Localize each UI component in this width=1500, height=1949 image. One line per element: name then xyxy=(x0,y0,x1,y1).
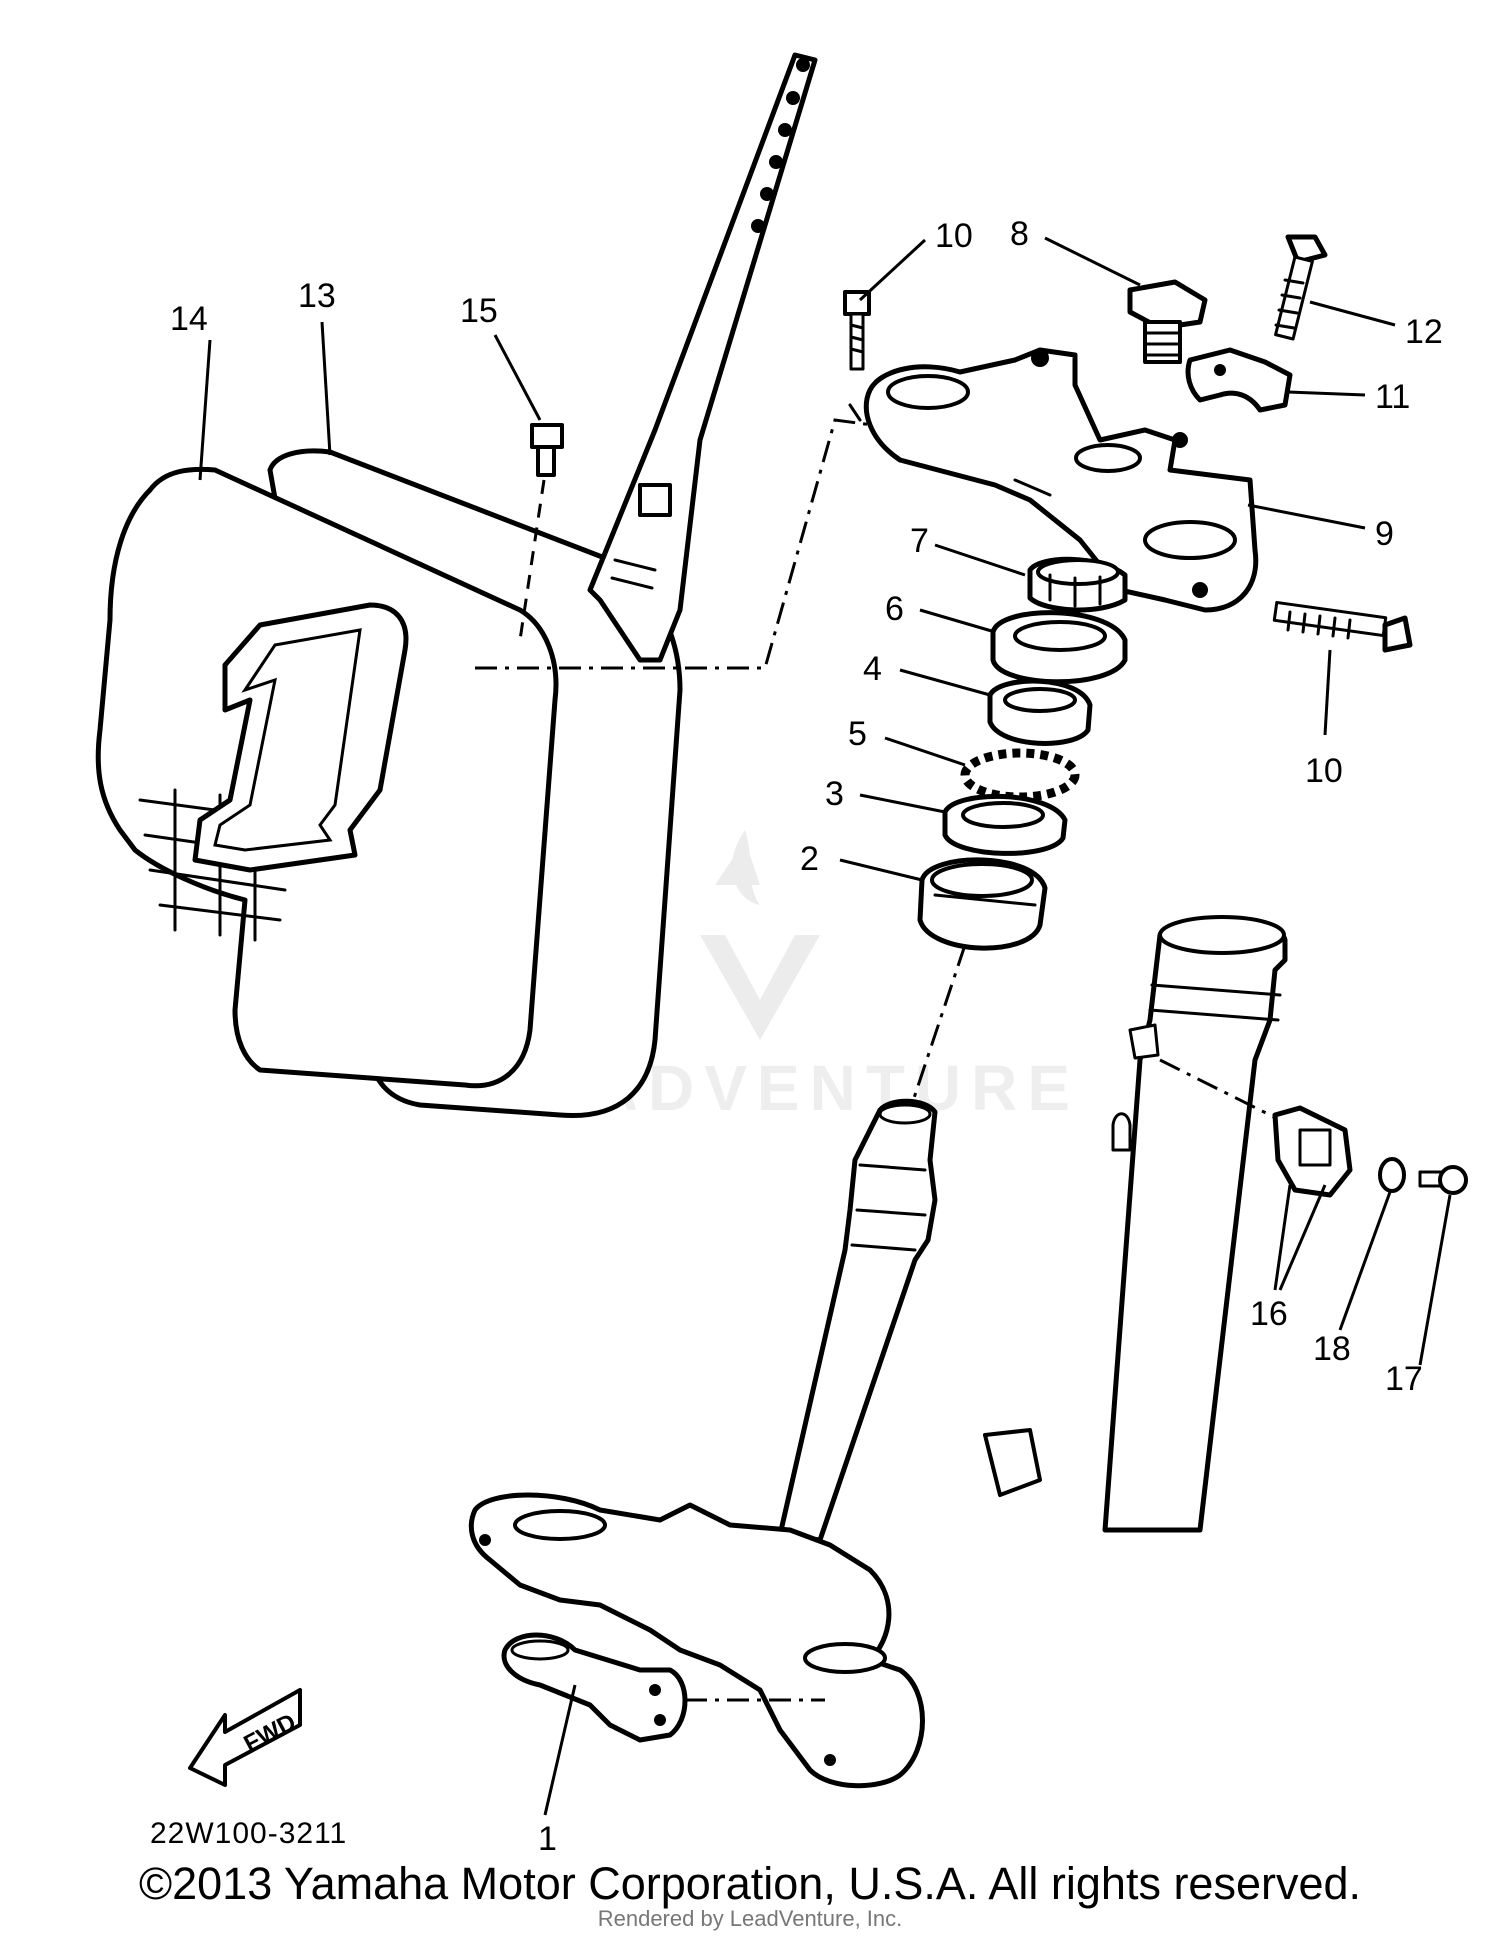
washer-18 xyxy=(1378,1157,1406,1193)
fork-tube xyxy=(983,915,1288,1533)
callout-2: 2 xyxy=(800,840,819,878)
guard-bracket-16 xyxy=(1159,1058,1353,1198)
assembly-line-stem xyxy=(908,944,967,1111)
callout-13: 13 xyxy=(298,277,336,315)
rendered-by-notice: Rendered by LeadVenture, Inc. xyxy=(597,1906,903,1931)
watermark-logo xyxy=(700,830,820,1040)
callout-17: 17 xyxy=(1385,1360,1423,1398)
drawing-code: 22W100-3211 xyxy=(150,1817,347,1850)
bolt-10-top xyxy=(843,290,871,371)
seal-4 xyxy=(987,678,1093,746)
callout-18: 18 xyxy=(1313,1330,1351,1368)
callout-14: 14 xyxy=(170,300,208,338)
callout-9: 9 xyxy=(1375,515,1394,553)
lower-bracket xyxy=(468,1492,925,1789)
bolt-8 xyxy=(1127,279,1208,364)
handlebar-cap-11 xyxy=(1185,347,1293,413)
callout-11: 11 xyxy=(1375,378,1410,416)
plate-strap xyxy=(587,52,818,663)
copyright-notice: ©2013 Yamaha Motor Corporation, U.S.A. A… xyxy=(138,1858,1362,1909)
forward-arrow-icon: FWD xyxy=(188,1688,302,1787)
ring-nut-7 xyxy=(1027,556,1128,613)
bolt-17 xyxy=(1418,1165,1468,1195)
cable-guide-1 xyxy=(501,1632,825,1743)
callout-6: 6 xyxy=(885,590,904,628)
callout-1: 1 xyxy=(538,1820,557,1858)
bolt-10-side xyxy=(1272,600,1413,653)
bolt-12 xyxy=(1274,234,1328,341)
number-plate-assembly: 1 xyxy=(95,448,683,1119)
callout-8: 8 xyxy=(1010,215,1029,253)
callout-4: 4 xyxy=(863,650,882,688)
callout-16: 16 xyxy=(1250,1295,1288,1333)
callout-10a: 10 xyxy=(935,217,973,255)
bearing-2 xyxy=(917,857,1048,951)
callout-7: 7 xyxy=(910,522,929,560)
callout-12: 12 xyxy=(1405,313,1443,351)
ball-bearings-5 xyxy=(960,748,1080,802)
bolt-15 xyxy=(518,423,564,641)
callout-5: 5 xyxy=(848,715,867,753)
washer-6 xyxy=(990,610,1128,685)
race-3 xyxy=(942,793,1068,856)
upper-bracket xyxy=(848,347,1259,613)
callout-3: 3 xyxy=(825,775,844,813)
callout-15: 15 xyxy=(460,292,498,330)
callout-10b: 10 xyxy=(1305,752,1343,790)
steering-stem xyxy=(777,1098,938,1543)
callouts: 10 8 12 11 9 7 6 4 5 3 2 10 14 13 15 16 xyxy=(170,215,1452,1858)
